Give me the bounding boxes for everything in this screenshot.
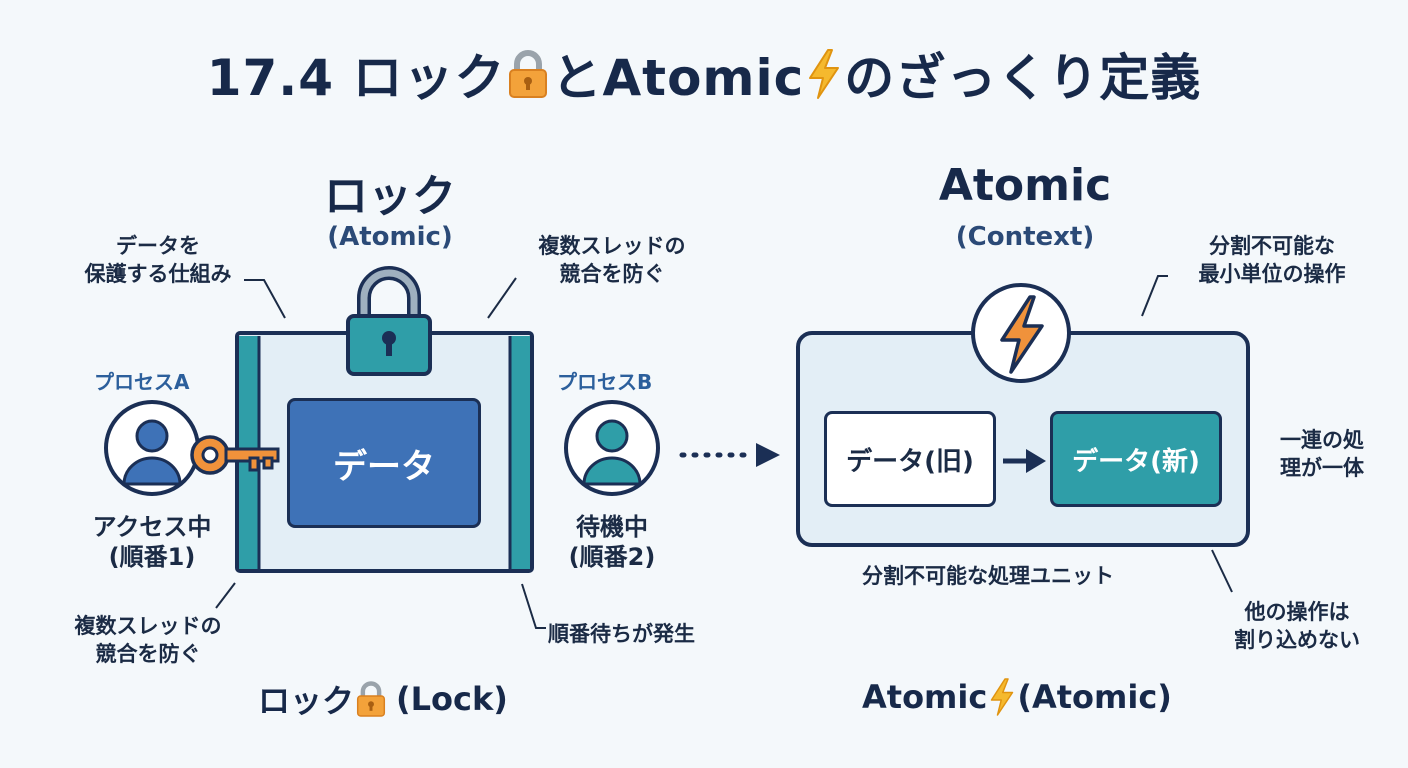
lock-subheading: (Atomic)	[327, 222, 453, 252]
process-b-label: プロセスB	[557, 370, 653, 394]
padlock-icon	[356, 681, 386, 717]
dotted-arrow	[679, 443, 780, 467]
key-icon	[190, 435, 280, 475]
process-a-state: アクセス中 (順番1)	[92, 513, 212, 571]
title-suffix: のざっくり定義	[844, 49, 1202, 107]
leader-line	[521, 583, 546, 629]
note-series-unified: 一連の処 理が一体	[1280, 428, 1364, 481]
atomic-footer: Atomic (Atomic)	[862, 678, 1172, 716]
lightning-icon	[809, 49, 840, 99]
leader-line	[215, 582, 236, 609]
leader-line	[1211, 549, 1233, 593]
transition-arrow	[1003, 449, 1046, 473]
avatar-process-a	[104, 400, 200, 496]
lightning-badge-icon	[971, 283, 1071, 383]
process-a-label: プロセスA	[94, 370, 190, 394]
lightning-icon	[991, 678, 1014, 716]
process-b-state: 待機中 (順番2)	[568, 513, 656, 571]
leader-line	[1141, 275, 1168, 317]
title-middle: とAtomic	[551, 49, 805, 107]
note-indivisible-min-op: 分割不可能な 最小単位の操作	[1198, 234, 1346, 287]
leader-line	[487, 277, 517, 319]
atomic-heading: Atomic	[938, 160, 1112, 211]
data-new-box: データ(新)	[1050, 411, 1222, 507]
title-prefix: 17.4 ロック	[206, 49, 506, 107]
note-no-interrupt: 他の操作は 割り込めない	[1234, 600, 1360, 653]
page-title: 17.4 ロック とAtomic のざっくり定義	[0, 38, 1408, 110]
note-prevent-race-top: 複数スレッドの 競合を防ぐ	[538, 234, 686, 287]
note-waiting-order: 順番待ちが発生	[548, 622, 695, 646]
leader-line	[244, 279, 286, 319]
lock-footer: ロック (Lock)	[258, 680, 508, 720]
note-indivisible-unit: 分割不可能な処理ユニット	[862, 564, 1114, 588]
avatar-process-b	[564, 400, 660, 496]
note-protect-data: データを 保護する仕組み	[84, 234, 232, 287]
data-old-box: データ(旧)	[824, 411, 996, 507]
padlock-icon	[509, 50, 548, 98]
data-box: データ	[287, 398, 481, 528]
lock-heading: ロック	[324, 171, 456, 222]
padlock-icon	[346, 266, 432, 376]
atomic-subheading: (Context)	[955, 222, 1095, 252]
note-prevent-race-bottom: 複数スレッドの 競合を防ぐ	[74, 614, 222, 667]
